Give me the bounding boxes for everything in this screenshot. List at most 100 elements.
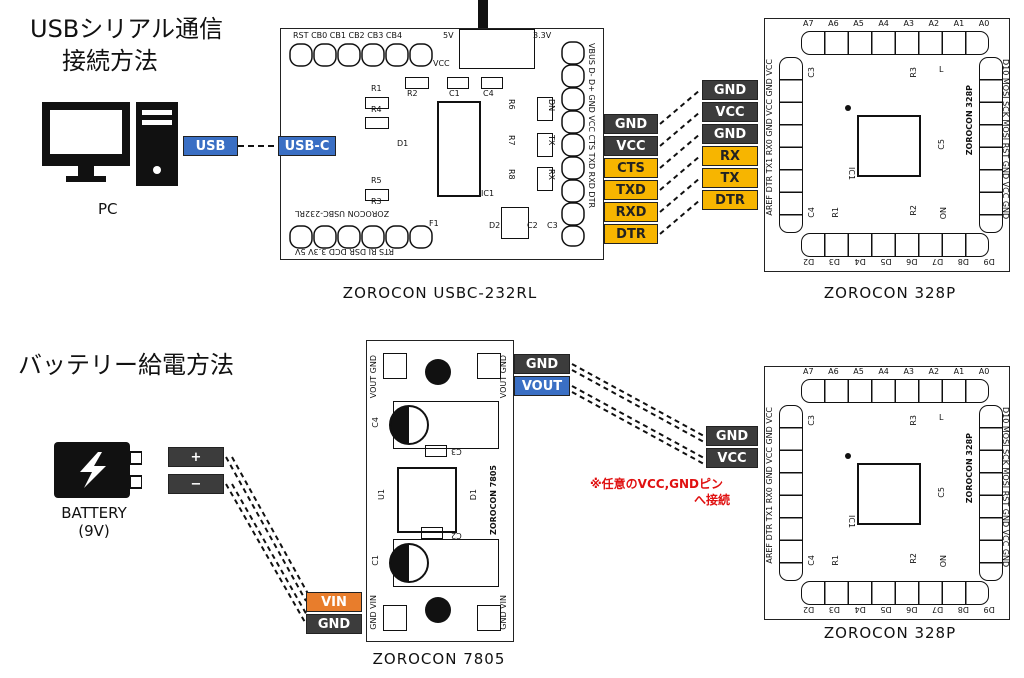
r4-label: R4 <box>371 105 382 114</box>
b328-top-r3: R3 <box>909 67 918 78</box>
b328-top-caption: ZOROCON 328P <box>823 284 957 302</box>
reg-cap-c2 <box>421 527 443 539</box>
b328-top-c5: C5 <box>937 139 946 150</box>
b328-bottom-r1: R1 <box>831 555 840 566</box>
reg-u1-label: U1 <box>377 489 386 500</box>
c3-label: C3 <box>547 221 558 230</box>
cap-c1 <box>447 77 469 89</box>
r8-label: R8 <box>507 169 516 180</box>
battery-icon <box>54 442 143 498</box>
led-tx-label: TX <box>547 135 556 146</box>
usbc-bottom-labels: RTS RI DSR DCD 3.3V 5V <box>295 247 395 256</box>
reg-c4-label: C4 <box>371 417 380 428</box>
b328-top-pin-labels-bottom: D9 D8 D7 D6 D5 D4 D3 D2 <box>803 257 995 266</box>
reg-c1-label: C1 <box>371 555 380 566</box>
b328-top-ic1: IC1 <box>847 167 856 181</box>
usb-section-title: USBシリアル通信 <box>30 15 224 43</box>
usbc-bottom-pins <box>289 225 439 253</box>
b328-bottom-c5: C5 <box>937 487 946 498</box>
reg-7805-board: VOUT GND VOUT GND C4 C3 U1 D1 ZOROCON 78… <box>366 340 514 642</box>
b328-top-tag-gnd2: GND <box>702 124 758 144</box>
reg-gnd-vin-left: GND VIN <box>369 595 378 630</box>
b328-top-r1: R1 <box>831 207 840 218</box>
b328-top-header-right <box>979 57 1003 233</box>
b328-bottom-header-right <box>979 405 1003 581</box>
resistor-r2 <box>405 77 429 89</box>
r5-label: R5 <box>371 176 382 185</box>
ic1-label: IC1 <box>481 189 495 198</box>
usb-section-subtitle: 接続方法 <box>62 47 158 75</box>
b328-bottom-tag-gnd: GND <box>706 426 758 446</box>
reg-caption: ZOROCON 7805 <box>372 650 506 668</box>
usbc-tag-txd: TXD <box>604 180 658 200</box>
c2-label: C2 <box>527 221 538 230</box>
usbc-vcc-label: VCC <box>433 59 450 68</box>
resistor-r5 <box>365 189 389 201</box>
usbc-side-labels: VBUS D- D+ GND VCC CTS TXD RXD DTR <box>587 43 596 209</box>
c4-label: C4 <box>483 89 494 98</box>
b328-top-pin-labels-top: A7 A6 A5 A4 A3 A2 A1 A0 <box>803 19 990 28</box>
b328-top-header-bottom <box>801 233 989 257</box>
b328-bottom-caption: ZOROCON 328P <box>823 624 957 642</box>
usbc-tag-gnd: GND <box>604 114 658 134</box>
led-rx <box>537 167 553 191</box>
b328-bottom-r2: R2 <box>909 553 918 564</box>
b328-top-header-top <box>801 31 989 55</box>
b328-top-tag-vcc: VCC <box>702 102 758 122</box>
b328-bottom-ic1: IC1 <box>847 515 856 529</box>
reg-c3-label: C3 <box>451 447 462 456</box>
d1-label: D1 <box>397 139 409 148</box>
b328-bottom-board: A7 A6 A5 A4 A3 A2 A1 A0 D9 D8 D7 D6 D5 D… <box>764 366 1010 620</box>
b328-top-tag-gnd1: GND <box>702 80 758 100</box>
reg-pad-top-left <box>383 353 407 379</box>
vcc-gnd-note: ※任意のVCC,GNDピン へ接続 <box>590 477 731 507</box>
b328-top-l: L <box>939 65 944 74</box>
b328-top-header-left <box>779 57 803 233</box>
usbc-tag-rxd: RXD <box>604 202 658 222</box>
b328-bottom-left-labels: AREF DTR TX1 RX0 GND VCC GND VCC <box>765 407 774 564</box>
reg-tag-vout: VOUT <box>514 376 570 396</box>
b328-top-mcu <box>857 115 921 177</box>
b328-top-dot <box>845 105 851 111</box>
led-dn-label: DN <box>547 99 556 112</box>
b328-top-left-labels: AREF DTR TX1 RX0 GND VCC GND VCC <box>765 59 774 216</box>
reg-pad-bottom-left <box>383 605 407 631</box>
b328-bottom-c3: C3 <box>807 415 816 426</box>
pc-label: PC <box>98 200 118 218</box>
r2-label: R2 <box>407 89 418 98</box>
reg-hole-top <box>425 359 451 385</box>
usbc-5v-label: 5V <box>443 31 454 40</box>
usbc-top-pins <box>289 43 439 71</box>
r6-label: R6 <box>507 99 516 110</box>
b328-bottom-on: ON <box>939 555 948 568</box>
reg-pad-top-right <box>477 353 501 379</box>
d2-label: D2 <box>489 221 501 230</box>
reg-gnd-vin-right: GND VIN <box>499 595 508 630</box>
b328-top-silk-name: ZOROCON 328P <box>965 85 974 156</box>
b328-bottom-l: L <box>939 413 944 422</box>
b328-bottom-mcu <box>857 463 921 525</box>
b328-bottom-pin-labels-top: A7 A6 A5 A4 A3 A2 A1 A0 <box>803 367 990 376</box>
r7-label: R7 <box>507 135 516 146</box>
b328-top-tag-tx: TX <box>702 168 758 188</box>
cap-c4 <box>481 77 503 89</box>
usbc-33v-label: 3.3V <box>533 31 552 40</box>
battery-minus-tag: − <box>168 474 224 494</box>
battery-section-title: バッテリー給電方法 <box>18 351 234 379</box>
b328-bottom-c4: C4 <box>807 555 816 566</box>
usbc-tag-vcc: VCC <box>604 136 658 156</box>
resistor-r1 <box>365 97 389 109</box>
usbc-top-labels: RST CB0 CB1 CB2 CB3 CB4 <box>293 31 403 40</box>
b328-bottom-silk-name: ZOROCON 328P <box>965 433 974 504</box>
b328-top-c4: C4 <box>807 207 816 218</box>
led-rx-label: RX <box>547 169 556 181</box>
led-tx <box>537 133 553 157</box>
usbc-tag-cts: CTS <box>604 158 658 178</box>
b328-top-board: A7 A6 A5 A4 A3 A2 A1 A0 D9 D8 D7 D6 D5 D… <box>764 18 1010 272</box>
led-dn <box>537 97 553 121</box>
b328-bottom-header-top <box>801 379 989 403</box>
b328-top-tag-dtr: DTR <box>702 190 758 210</box>
reg-cap-c4 <box>389 405 429 445</box>
resistor-r4 <box>365 117 389 129</box>
c1-label: C1 <box>449 89 460 98</box>
